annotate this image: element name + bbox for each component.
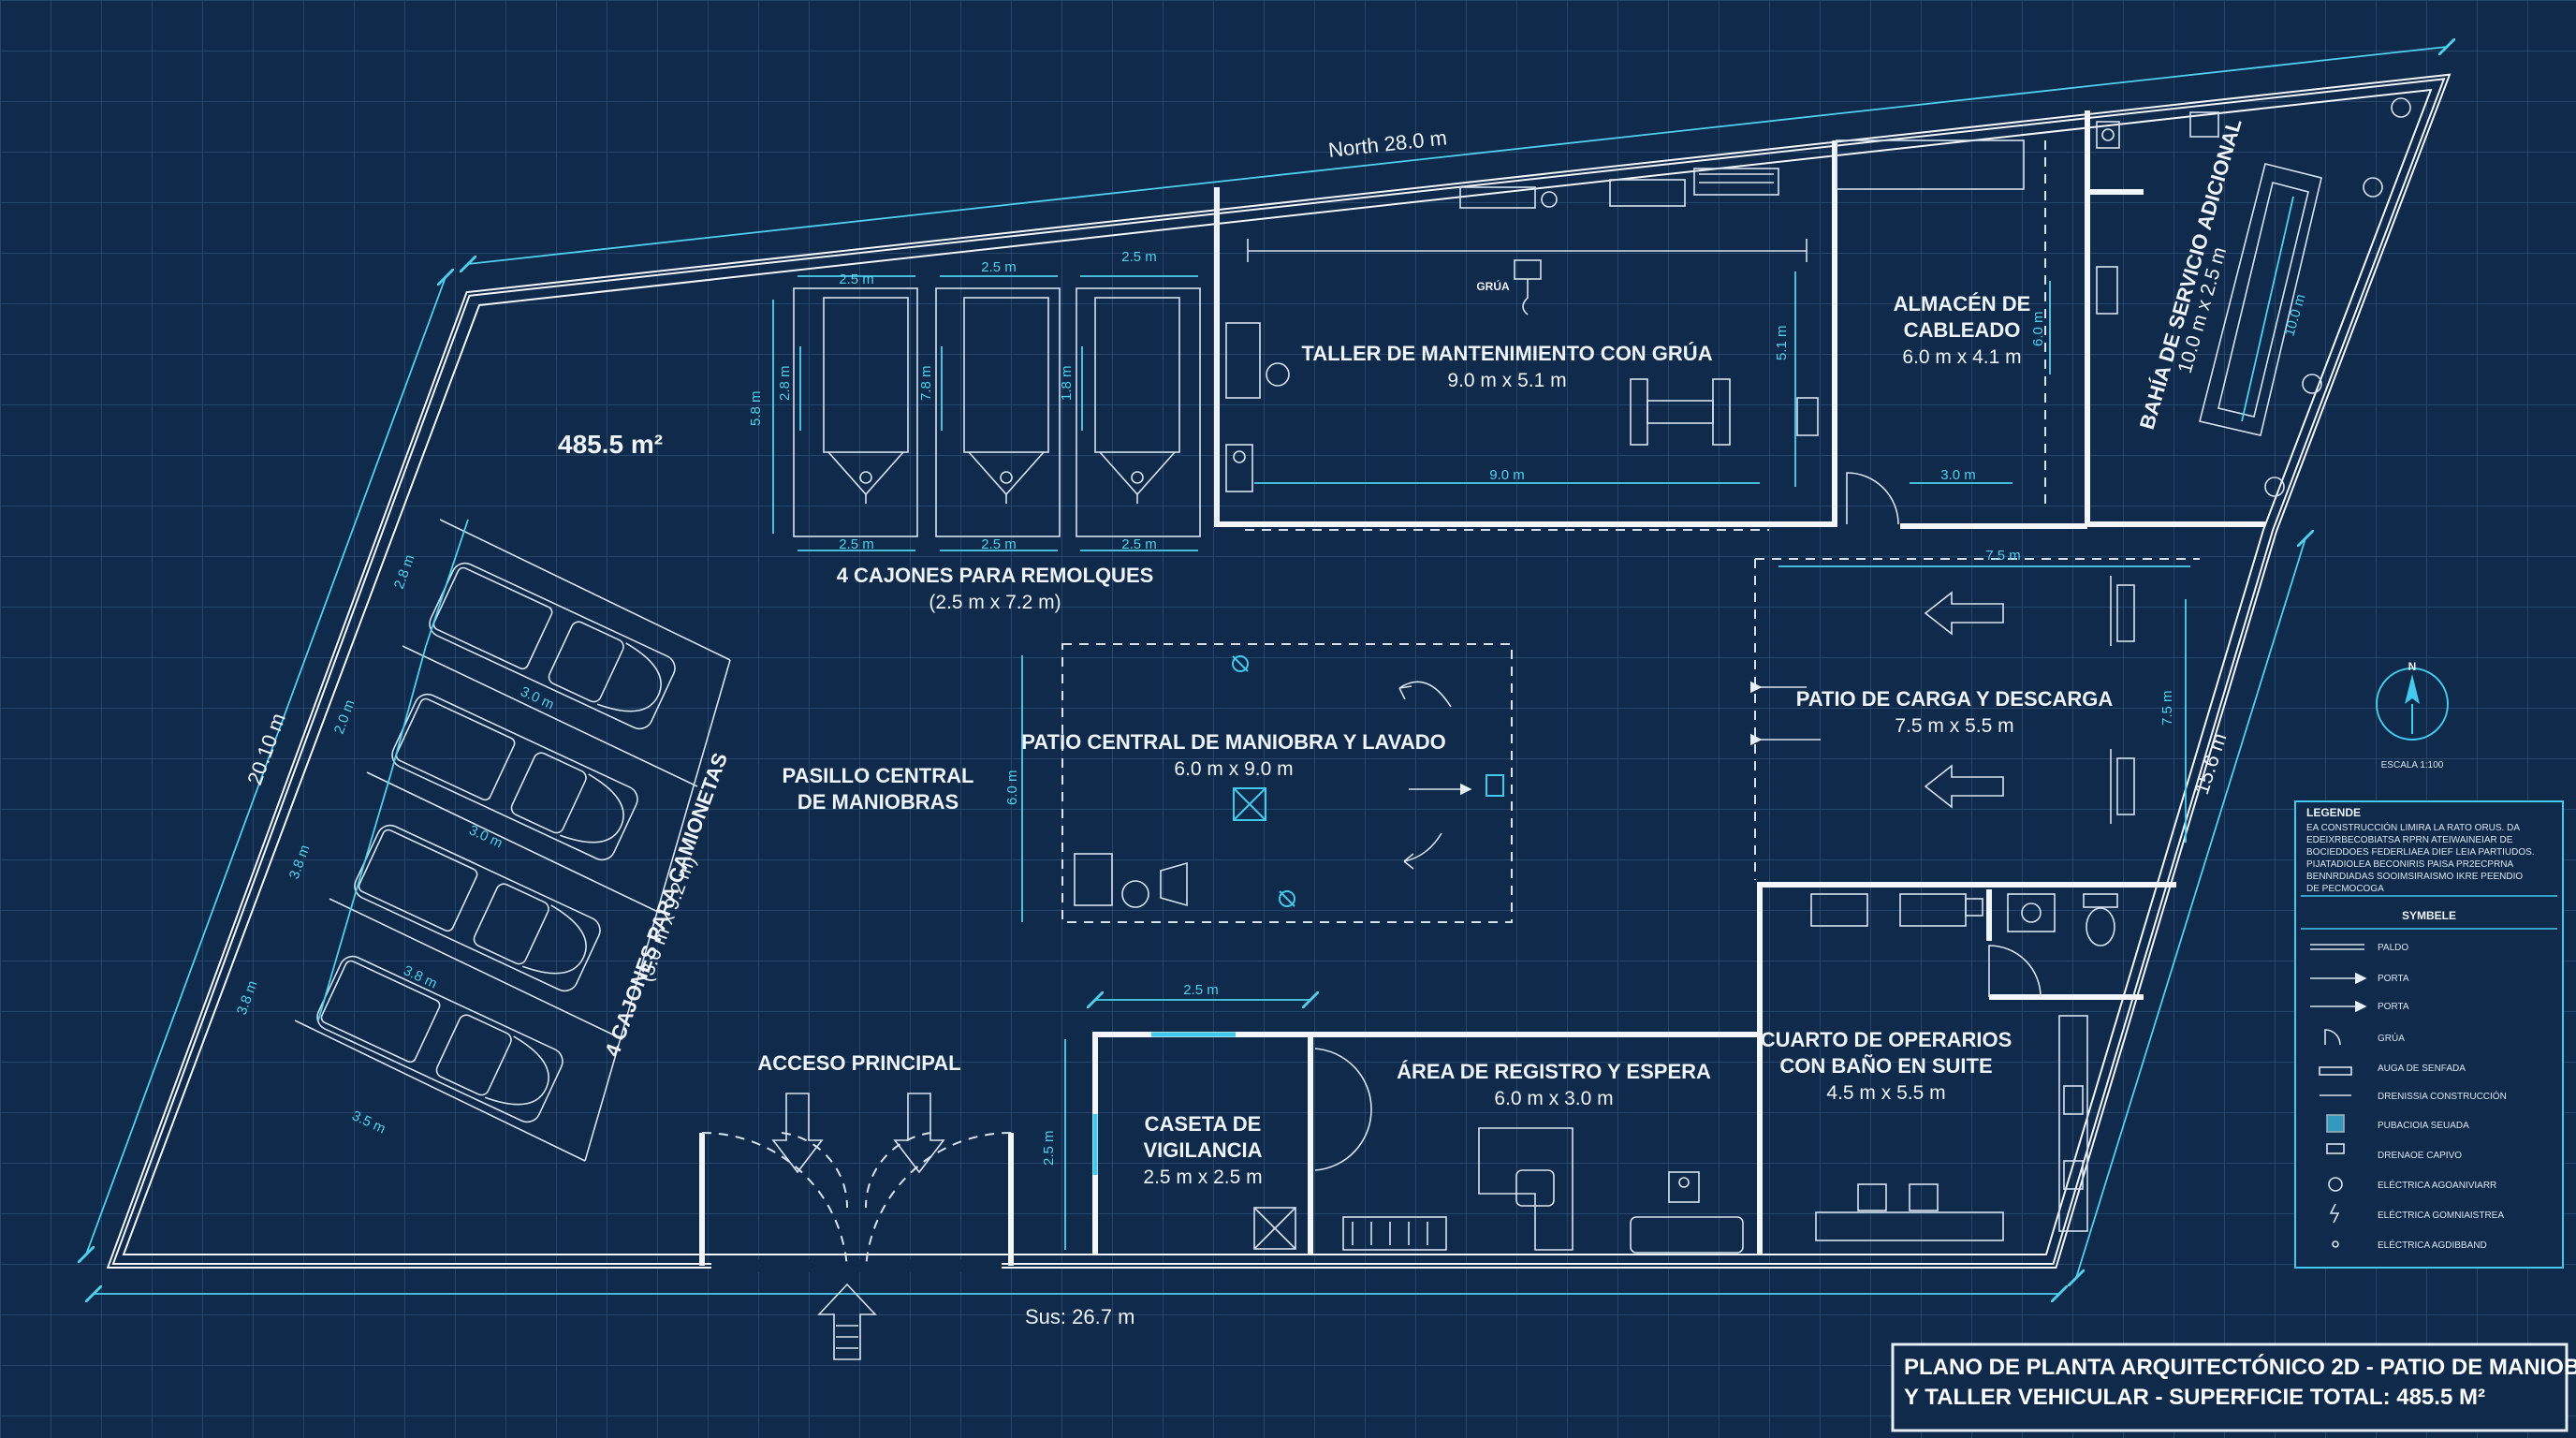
title-line-1: PLANO DE PLANTA ARQUITECTÓNICO 2D - PATI… xyxy=(1904,1354,2576,1380)
trailer-dim-top-3: 2.5 m xyxy=(1121,249,1157,265)
legend-item-5: AUGA DE SENFADA xyxy=(2378,1064,2466,1074)
legend-item-2: PORTA xyxy=(2378,974,2409,984)
operarios-title-1: CUARTO DE OPERARIOS xyxy=(1761,1028,2012,1051)
legend-symbols-title: SYMBELE xyxy=(2402,909,2456,922)
legend-item-10: ELÉCTRICA GOMNIAISTREA xyxy=(2378,1209,2504,1221)
total-area-label: 485.5 m² xyxy=(558,430,663,459)
legend-item-8: DRENAOE CAPIVO xyxy=(2378,1151,2462,1161)
almacen-title-1: ALMACÉN DE xyxy=(1894,292,2031,315)
compass-north: N xyxy=(2408,660,2417,673)
patio-central-dim: 6.0 m xyxy=(1004,770,1020,805)
legend-item-3: PORTA xyxy=(2378,1002,2409,1012)
legend-item-11: ELÉCTRICA AGDIBBAND xyxy=(2378,1239,2487,1251)
acceso-title: ACCESO PRINCIPAL xyxy=(757,1051,960,1075)
caseta-title-1: CASETA DE xyxy=(1145,1112,1262,1136)
trailer-dim-bottom-1: 2.5 m xyxy=(839,536,874,552)
patio-central-title: PATIO CENTRAL DE MANIOBRA Y LAVADO xyxy=(1021,730,1445,754)
main-access xyxy=(699,1093,1014,1360)
legend-item-9: ELÉCTRICA AGOANIVIARR xyxy=(2378,1179,2496,1191)
legend-title: LEGENDE xyxy=(2306,806,2361,819)
compass-icon xyxy=(2376,668,2449,741)
almacen-title-2: CABLEADO xyxy=(1904,318,2021,342)
trailer-dim-side-4: 1.8 m xyxy=(1059,365,1075,401)
carga-title: PATIO DE CARGA Y DESCARGA xyxy=(1796,687,2114,711)
legend-panel xyxy=(2294,800,2564,1269)
almacen-room xyxy=(1832,110,2090,529)
legend-note-5: BENNRDIADAS SOOIMSIRAISMO IKRE PEENDIO xyxy=(2306,872,2523,882)
almacen-dim-height: 6.0 m xyxy=(2030,311,2046,346)
operarios-title-2: CON BAÑO EN SUITE xyxy=(1779,1054,1992,1078)
bahia-room xyxy=(2087,97,2411,527)
almacen-dim-width: 3.0 m xyxy=(1940,467,1976,483)
trailer-parking-title: 4 CAJONES PARA REMOLQUES xyxy=(837,564,1154,587)
carga-dim-height: 7.5 m xyxy=(2159,690,2175,726)
trailer-parking-size: (2.5 m x 7.2 m) xyxy=(929,592,1061,613)
caseta-room xyxy=(1064,1000,1310,1255)
compass-scale: ESCALA 1:100 xyxy=(2381,760,2444,770)
dimension-lines xyxy=(86,47,2447,1294)
taller-title: TALLER DE MANTENIMIENTO CON GRÚA xyxy=(1301,342,1712,365)
south-dimension: Sus: 26.7 m xyxy=(1025,1305,1134,1328)
carga-size: 7.5 m x 5.5 m xyxy=(1895,715,2013,737)
trailer-dim-top-2: 2.5 m xyxy=(981,259,1017,275)
legend-note-6: DE PECMOCOGA xyxy=(2306,884,2384,894)
legend-item-4: GRÚA xyxy=(2378,1032,2405,1044)
patio-central xyxy=(1021,643,1513,923)
carga-dim-width: 7.5 m xyxy=(1985,548,2021,564)
trailer-parking xyxy=(772,275,1201,551)
legend-note-3: BOCIEDDOES FEDERLIAEA DIEF LEIA PARTIUDO… xyxy=(2306,847,2535,858)
legend-note-2: EDEIXRBECOBIATSA RPRN ATEIWAINEIAR DE xyxy=(2306,835,2513,845)
caseta-size: 2.5 m x 2.5 m xyxy=(1143,1167,1262,1188)
title-line-2: Y TALLER VEHICULAR - SUPERFICIE TOTAL: 4… xyxy=(1904,1385,2485,1410)
crane-label: GRÚA xyxy=(1476,279,1510,293)
operarios-room xyxy=(1757,882,2176,1255)
title-block xyxy=(1891,1343,2569,1432)
pasillo-title-1: PASILLO CENTRAL xyxy=(783,764,974,787)
caseta-dim-width: 2.5 m xyxy=(1183,982,1219,998)
trailer-dim-side-3: 7.8 m xyxy=(918,365,934,401)
patio-carga xyxy=(1749,558,2200,880)
registro-room xyxy=(1308,1032,1760,1254)
trailer-dim-top-1: 2.5 m xyxy=(839,271,874,287)
legend-item-6: DRENISSIA CONSTRUCCIÓN xyxy=(2378,1090,2507,1102)
taller-size: 9.0 m x 5.1 m xyxy=(1447,370,1566,391)
trailer-dim-side-1: 5.8 m xyxy=(748,390,764,426)
pickup-parking xyxy=(294,519,731,1162)
legend-note-1: EA CONSTRUCCIÓN LIMIRA LA RATO ORUS. DA xyxy=(2306,821,2520,833)
almacen-size: 6.0 m x 4.1 m xyxy=(1902,346,2021,368)
patio-central-size: 6.0 m x 9.0 m xyxy=(1174,758,1293,780)
trailer-dim-bottom-2: 2.5 m xyxy=(981,536,1017,552)
trailer-dim-bottom-3: 2.5 m xyxy=(1121,536,1157,552)
caseta-dim-height: 2.5 m xyxy=(1041,1130,1057,1166)
legend-item-1: PALDO xyxy=(2378,943,2408,953)
legend-note-4: PIJATADIOLEA BECONIRIS PAISA PR2ECPRNA xyxy=(2306,859,2514,870)
registro-title: ÁREA DE REGISTRO Y ESPERA xyxy=(1397,1060,1711,1083)
trailer-dim-side-2: 2.8 m xyxy=(777,365,793,401)
registro-size: 6.0 m x 3.0 m xyxy=(1494,1088,1613,1109)
taller-dim-width: 9.0 m xyxy=(1489,467,1525,483)
caseta-title-2: VIGILANCIA xyxy=(1143,1138,1262,1162)
pasillo-title-2: DE MANIOBRAS xyxy=(798,790,959,814)
taller-dim-height: 5.1 m xyxy=(1774,325,1790,360)
legend-item-7: PUBACIOIA SEUADA xyxy=(2378,1121,2469,1131)
operarios-size: 4.5 m x 5.5 m xyxy=(1826,1082,1945,1104)
